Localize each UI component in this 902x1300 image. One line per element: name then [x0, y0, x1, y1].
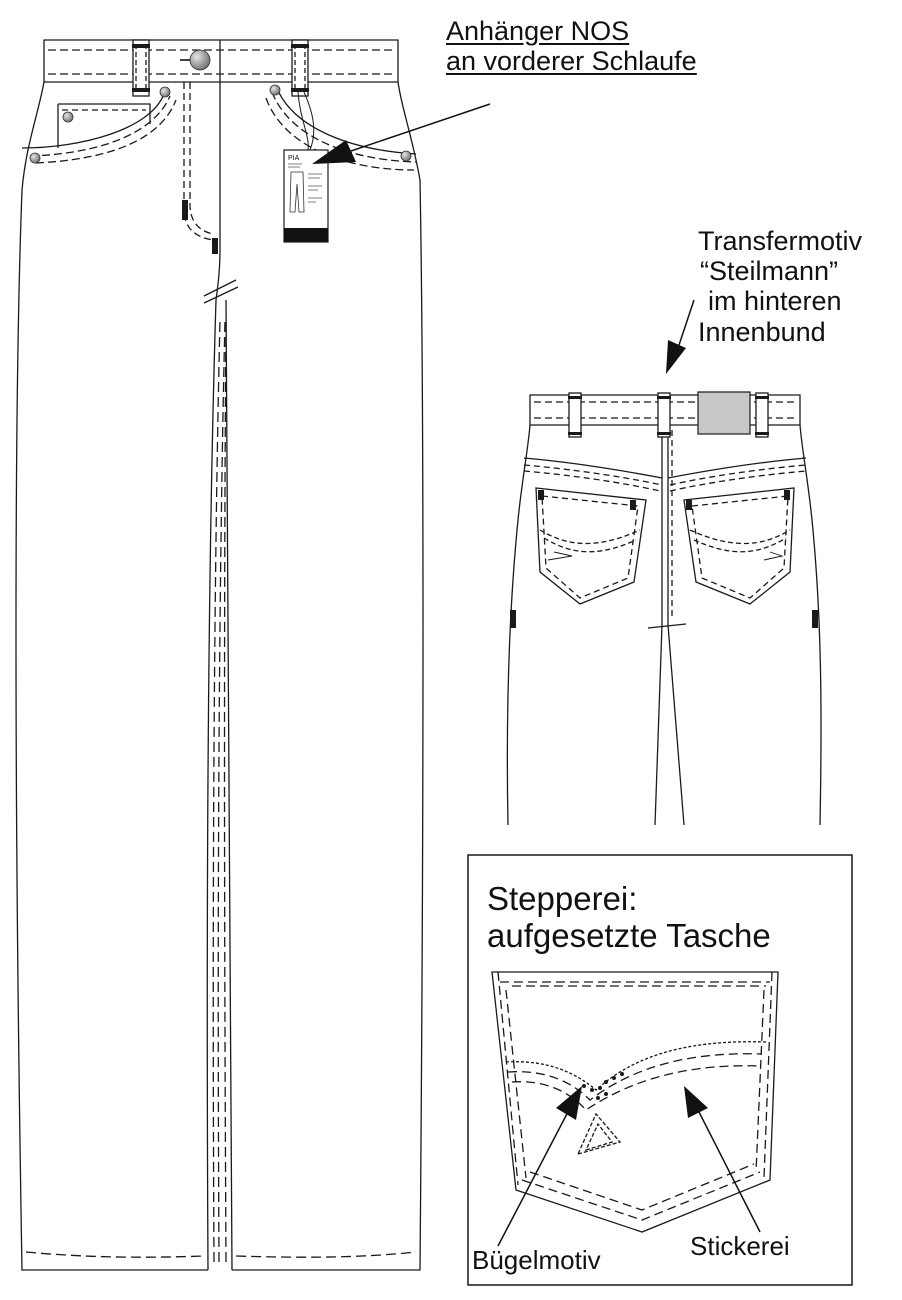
front-left-pocket-stitch: [29, 95, 177, 164]
back-pocket-left: [535, 487, 647, 605]
detail-studs: [582, 1072, 624, 1100]
front-left-inseam: [206, 299, 217, 1271]
rivet-icon: [159, 86, 171, 98]
detail-pocket: [491, 971, 779, 1233]
back-pocket-right: [683, 487, 795, 605]
front-center-seam: [215, 82, 221, 301]
detail-embroidery-line: [505, 1041, 767, 1091]
front-right-outseam: [232, 81, 424, 1271]
front-right-pocket-stitch: [265, 91, 417, 171]
front-right-inseam: [225, 299, 233, 1271]
front-right-inseam-stitch: [223, 319, 227, 1263]
detail-box-frame: [467, 854, 853, 1286]
front-bartacks: [132, 44, 309, 254]
back-yoke-left: [523, 457, 663, 479]
hang-tag-jeans-icon: [289, 171, 305, 213]
front-right-pocket-opening: [275, 85, 417, 155]
front-rivets: [29, 49, 412, 164]
front-coin-pocket: [57, 103, 151, 148]
front-left-inseam-stitch: [212, 319, 226, 1263]
back-right-outseam: [799, 424, 822, 826]
back-crotch-mark: [647, 623, 687, 629]
back-bartacks: [510, 396, 818, 628]
rivet-icon: [62, 111, 74, 123]
buegelmotiv-label: Bügelmotiv: [472, 1245, 601, 1275]
detail-box-title: Stepperei: aufgesetzte Tasche: [487, 880, 771, 955]
front-crotch-mark: [203, 279, 239, 304]
rivet-icon: [269, 84, 281, 96]
back-yoke-left-stitch: [523, 464, 663, 492]
buegelmotiv-arrow: [497, 1086, 582, 1247]
back-yoke-right-stitch: [669, 464, 807, 492]
stickerei-arrow: [684, 1086, 761, 1233]
front-belt-loop-left: [132, 39, 150, 97]
back-belt-loop: [755, 392, 769, 438]
front-left-outseam: [15, 81, 208, 1271]
rivet-icon: [29, 152, 41, 164]
back-belt-loop: [568, 392, 582, 438]
front-waistband: [43, 39, 399, 83]
detail-title-line-1: Stepperei:: [487, 880, 638, 917]
detail-title-line-2: aufgesetzte Tasche: [487, 917, 771, 955]
back-yoke-right: [667, 457, 807, 479]
tag-pointer-arrow: [312, 103, 491, 164]
transfer-line-1: Transfermotiv: [698, 226, 863, 256]
hang-tag-string: [297, 91, 315, 151]
back-belt-loop: [657, 392, 671, 438]
back-left-outseam: [506, 424, 531, 826]
transfer-pointer-arrow: [666, 299, 695, 374]
rivet-icon: [400, 150, 412, 162]
back-view-jeans: [506, 392, 822, 826]
back-center-seam: [654, 425, 685, 826]
front-tag-annotation: Anhänger NOS an vorderer Schlaufe: [446, 16, 697, 76]
detail-ironon-motif: [576, 1112, 622, 1156]
front-belt-loop-right: [291, 39, 309, 97]
stickerei-label: Stickerei: [690, 1231, 790, 1261]
front-fly-stitch-inner: [189, 82, 215, 235]
front-view-jeans: [15, 39, 424, 1271]
transfer-line-4: Innenbund: [698, 316, 826, 347]
hang-tag-brand: PIA: [288, 155, 300, 162]
transfer-line-2: “Steilmann”: [700, 256, 839, 287]
back-inner-waistband-label: [697, 391, 751, 435]
transfer-line-3: im hinteren: [708, 286, 842, 317]
back-transfer-annotation: Transfermotiv “Steilmann” im hinteren In…: [698, 226, 862, 347]
front-tag-line-2: an vorderer Schlaufe: [446, 46, 697, 77]
front-tag-line-1: Anhänger NOS: [446, 16, 630, 46]
waist-button-icon: [189, 49, 211, 71]
front-left-pocket-opening: [21, 93, 165, 149]
front-hem-stitch: [25, 1251, 417, 1258]
hang-tag: PIA: [283, 91, 329, 243]
detail-pocket-outline: [491, 971, 779, 1233]
hang-tag-barcode-bar: [284, 228, 328, 242]
front-waistband-stitch: [48, 49, 394, 75]
front-fly-stitch: [183, 82, 215, 241]
